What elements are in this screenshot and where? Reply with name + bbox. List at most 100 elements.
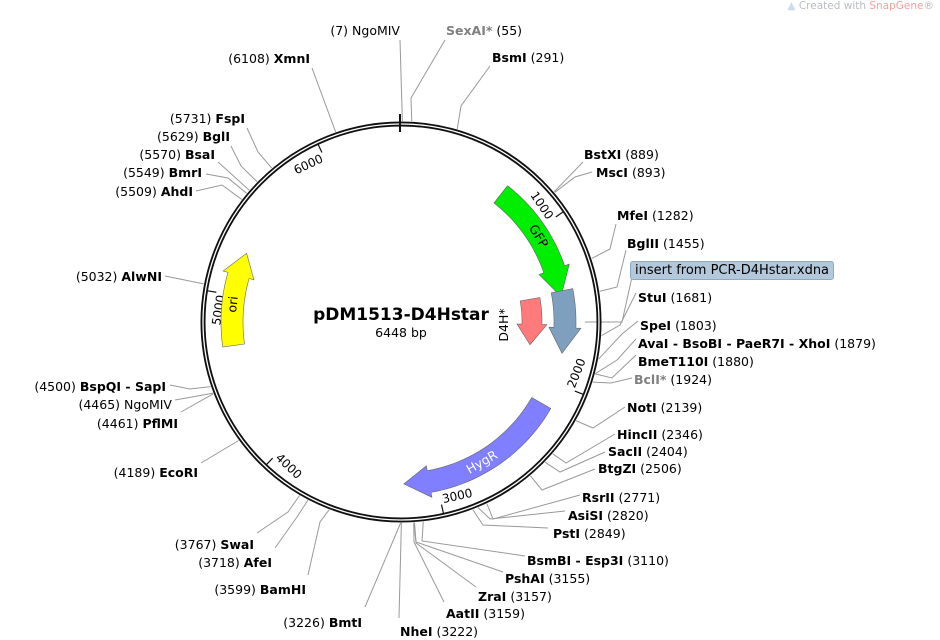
site-name: SexAI*: [446, 23, 493, 38]
site-leader-line: [472, 509, 549, 529]
site-label-btgzi[interactable]: BtgZI (2506): [598, 461, 682, 476]
svg-text:(4500) BspQI - SapI: (4500) BspQI - SapI: [34, 379, 166, 394]
site-label-bsmbi-esp3i[interactable]: BsmBI - Esp3I (3110): [527, 553, 669, 568]
site-name: BstXI: [584, 147, 621, 162]
site-label-psti[interactable]: PstI (2849): [553, 526, 626, 541]
site-label-ngomiv[interactable]: (4465) NgoMIV: [78, 397, 172, 412]
site-label-bmet110i[interactable]: BmeT110I (1880): [638, 354, 754, 369]
site-leader-line: [307, 509, 330, 576]
svg-text:(3767) SwaI: (3767) SwaI: [175, 537, 254, 552]
site-label-nhei[interactable]: NheI (3222): [400, 624, 478, 639]
svg-text:PshAI (3155): PshAI (3155): [505, 571, 590, 586]
site-name: BamHI: [260, 582, 306, 597]
insert-label[interactable]: insert from PCR-D4Hstar.xdna: [630, 261, 835, 280]
site-position: (2404): [646, 444, 688, 459]
site-position: (3110): [627, 553, 669, 568]
site-name: BsmBI - Esp3I: [527, 553, 623, 568]
site-label-pshai[interactable]: PshAI (3155): [505, 571, 590, 586]
site-label-ecori[interactable]: (4189) EcoRI: [114, 465, 198, 480]
site-leader-line: [421, 521, 526, 557]
tick-mark: [555, 211, 564, 218]
site-label-bspqi-sapi[interactable]: (4500) BspQI - SapI: [34, 379, 166, 394]
site-label-alwni[interactable]: (5032) AlwNI: [76, 269, 162, 284]
site-name: AfeI: [244, 555, 272, 570]
svg-text:BclI* (1924): BclI* (1924): [634, 372, 712, 387]
site-leader-line: [456, 65, 491, 130]
site-position: (3155): [549, 571, 591, 586]
d4h-feature-arrow[interactable]: [516, 297, 548, 346]
site-label-bcli-[interactable]: BclI* (1924): [634, 372, 712, 387]
site-leader-line: [364, 522, 402, 608]
site-position: (1879): [834, 336, 876, 351]
site-label-hincii[interactable]: HincII (2346): [617, 427, 703, 442]
site-leader-line: [575, 406, 626, 429]
site-label-bamhi[interactable]: (3599) BamHI: [214, 582, 306, 597]
site-label-bglii[interactable]: BglII (1455): [627, 236, 705, 251]
plasmid-name: pDM1513-D4Hstar: [313, 305, 489, 325]
site-label-bsai[interactable]: (5570) BsaI: [139, 147, 215, 162]
site-label-spei[interactable]: SpeI (1803): [640, 318, 717, 333]
site-position: (2506): [640, 461, 682, 476]
site-label-avai-bsobi-paer7i-xhoi[interactable]: AvaI - BsoBI - PaeR7I - XhoI (1879): [638, 336, 876, 351]
site-position: (5032): [76, 269, 118, 284]
site-label-pflmi[interactable]: (4461) PflMI: [97, 416, 178, 431]
site-label-msci[interactable]: MscI (893): [596, 165, 666, 180]
gfp-feature-arrow[interactable]: [493, 185, 570, 298]
site-label-noti[interactable]: NotI (2139): [627, 400, 702, 415]
site-label-swai[interactable]: (3767) SwaI: [175, 537, 254, 552]
site-leader-line: [205, 173, 247, 194]
svg-text:AsiSI (2820): AsiSI (2820): [568, 508, 649, 523]
d4h-feature-label: D4H*: [496, 308, 511, 341]
site-leader-line: [174, 392, 214, 401]
svg-text:(5509) AhdI: (5509) AhdI: [115, 184, 193, 199]
site-leader-line: [413, 522, 477, 588]
site-label-bgli[interactable]: (5629) BglI: [157, 129, 230, 144]
site-label-sacii[interactable]: SacII (2404): [608, 444, 688, 459]
site-label-sexai-[interactable]: SexAI* (55): [446, 23, 522, 38]
site-label-fspi[interactable]: (5731) FspI: [170, 111, 245, 126]
svg-text:SexAI* (55): SexAI* (55): [446, 23, 522, 38]
insert-feature-arrow[interactable]: [548, 288, 582, 354]
site-name: AhdI: [161, 184, 193, 199]
site-label-zrai[interactable]: ZraI (3157): [478, 589, 552, 604]
svg-text:BmeT110I (1880): BmeT110I (1880): [638, 354, 754, 369]
site-label-rsrii[interactable]: RsrII (2771): [582, 490, 660, 505]
hygr-feature-arrow[interactable]: [403, 397, 552, 498]
svg-text:(5629) BglI: (5629) BglI: [157, 129, 230, 144]
site-position: (3718): [198, 555, 240, 570]
site-label-xmni[interactable]: (6108) XmnI: [228, 51, 310, 66]
site-label-bmri[interactable]: (5549) BmrI: [123, 165, 202, 180]
svg-text:MscI (893): MscI (893): [596, 165, 666, 180]
site-position: (3159): [483, 606, 525, 621]
ori-feature-arrow[interactable]: [220, 252, 255, 348]
tick-mark: [207, 290, 217, 293]
site-label-bmti[interactable]: (3226) BmtI: [283, 615, 362, 630]
svg-text:BglII (1455): BglII (1455): [627, 236, 705, 251]
site-leader-line: [530, 468, 596, 491]
site-label-bsmi[interactable]: BsmI (291): [492, 50, 564, 65]
site-name: FspI: [215, 111, 245, 126]
site-leader-line: [592, 377, 633, 384]
site-label-afei[interactable]: (3718) AfeI: [198, 555, 272, 570]
site-label-ahdi[interactable]: (5509) AhdI: [115, 184, 193, 199]
site-position: (2346): [661, 427, 703, 442]
site-label-stui[interactable]: StuI (1681): [638, 290, 712, 305]
site-label-bstxi[interactable]: BstXI (889): [584, 147, 659, 162]
site-label-ngomiv[interactable]: (7) NgoMIV: [330, 23, 400, 38]
site-position: (1880): [712, 354, 754, 369]
site-label-aatii[interactable]: AatII (3159): [446, 606, 525, 621]
site-leader-line: [311, 67, 337, 133]
site-position: (3767): [175, 537, 217, 552]
site-label-mfei[interactable]: MfeI (1282): [617, 208, 694, 223]
site-position: (2820): [607, 508, 649, 523]
site-position: (2849): [584, 526, 626, 541]
site-position: (3222): [436, 624, 478, 639]
site-label-asisi[interactable]: AsiSI (2820): [568, 508, 649, 523]
tick-mark: [266, 457, 274, 465]
svg-text:(3226) BmtI: (3226) BmtI: [283, 615, 362, 630]
site-position: (1681): [671, 290, 713, 305]
site-name: NgoMIV: [124, 397, 172, 412]
site-leader-line: [195, 184, 242, 200]
site-name: MscI: [596, 165, 628, 180]
watermark: ▲ Created with SnapGene®: [787, 0, 934, 12]
